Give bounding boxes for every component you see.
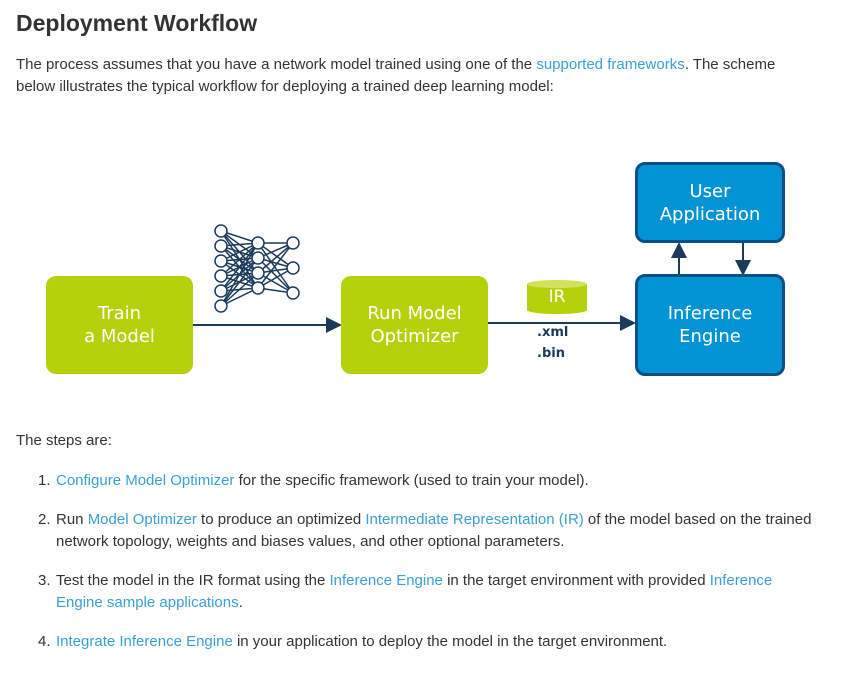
diagram-connectors (193, 224, 751, 333)
step-item: 4. Integrate Inference Engine in your app… (16, 631, 816, 653)
step-number: 1. (38, 472, 51, 489)
neural-network-icon (214, 224, 300, 313)
step-link[interactable]: Intermediate Representation (IR) (365, 511, 584, 528)
user-app-line2: Application (659, 203, 761, 225)
step-text: . (238, 594, 243, 611)
step-item: 1. Configure Model Optimizer for the spec… (16, 470, 816, 492)
page-title: Deployment Workflow (16, 10, 258, 36)
step-text: of the model based on the trained networ… (56, 511, 812, 550)
step-number: 2. (38, 511, 51, 528)
step-link[interactable]: Model Optimizer (87, 511, 197, 528)
step-number: 3. (38, 572, 51, 589)
ir-bin-label: .bin (537, 346, 565, 361)
steps-label: The steps are: (16, 432, 112, 449)
step-text: Test the model in the IR format using th… (56, 572, 330, 589)
step-text: Run (56, 511, 88, 528)
intro-paragraph: The process assumes that you have a netw… (16, 54, 806, 98)
train-line1: Train (97, 303, 142, 324)
engine-line1: Inference (667, 303, 753, 324)
ir-database-icon (527, 280, 587, 314)
ir-label: IR (548, 287, 566, 307)
train-line2: a Model (84, 326, 155, 347)
optimizer-line2: Optimizer (370, 326, 459, 347)
step-link[interactable]: Inference Engine sample applications (56, 572, 773, 611)
user-app-line1: User (689, 180, 731, 202)
step-text: in your application to deploy the model … (232, 633, 668, 650)
intro-text-before: The process assumes that you have a netw… (16, 56, 537, 73)
step-text: in the target environment with provided (442, 572, 710, 589)
ir-xml-label: .xml (537, 325, 569, 340)
intro-text-after: . The scheme below illustrates the typic… (16, 56, 776, 95)
step-item: 3. Test the model in the IR format using … (16, 570, 816, 614)
optimizer-line1: Run Model (367, 303, 462, 324)
steps-list: 1. Configure Model Optimizer for the spec… (16, 470, 816, 670)
step-link[interactable]: Inference Engine (329, 572, 443, 589)
engine-line2: Engine (679, 326, 741, 347)
step-text: to produce an optimized (196, 511, 366, 528)
supported-frameworks-link[interactable]: supported frameworks (536, 56, 685, 73)
step-item: 2. Run Model Optimizer to produce an opti… (16, 509, 816, 553)
step-number: 4. (38, 633, 51, 650)
step-link[interactable]: Integrate Inference Engine (56, 633, 233, 650)
step-link[interactable]: Configure Model Optimizer (56, 472, 235, 489)
step-text: for the specific framework (used to trai… (234, 472, 589, 489)
